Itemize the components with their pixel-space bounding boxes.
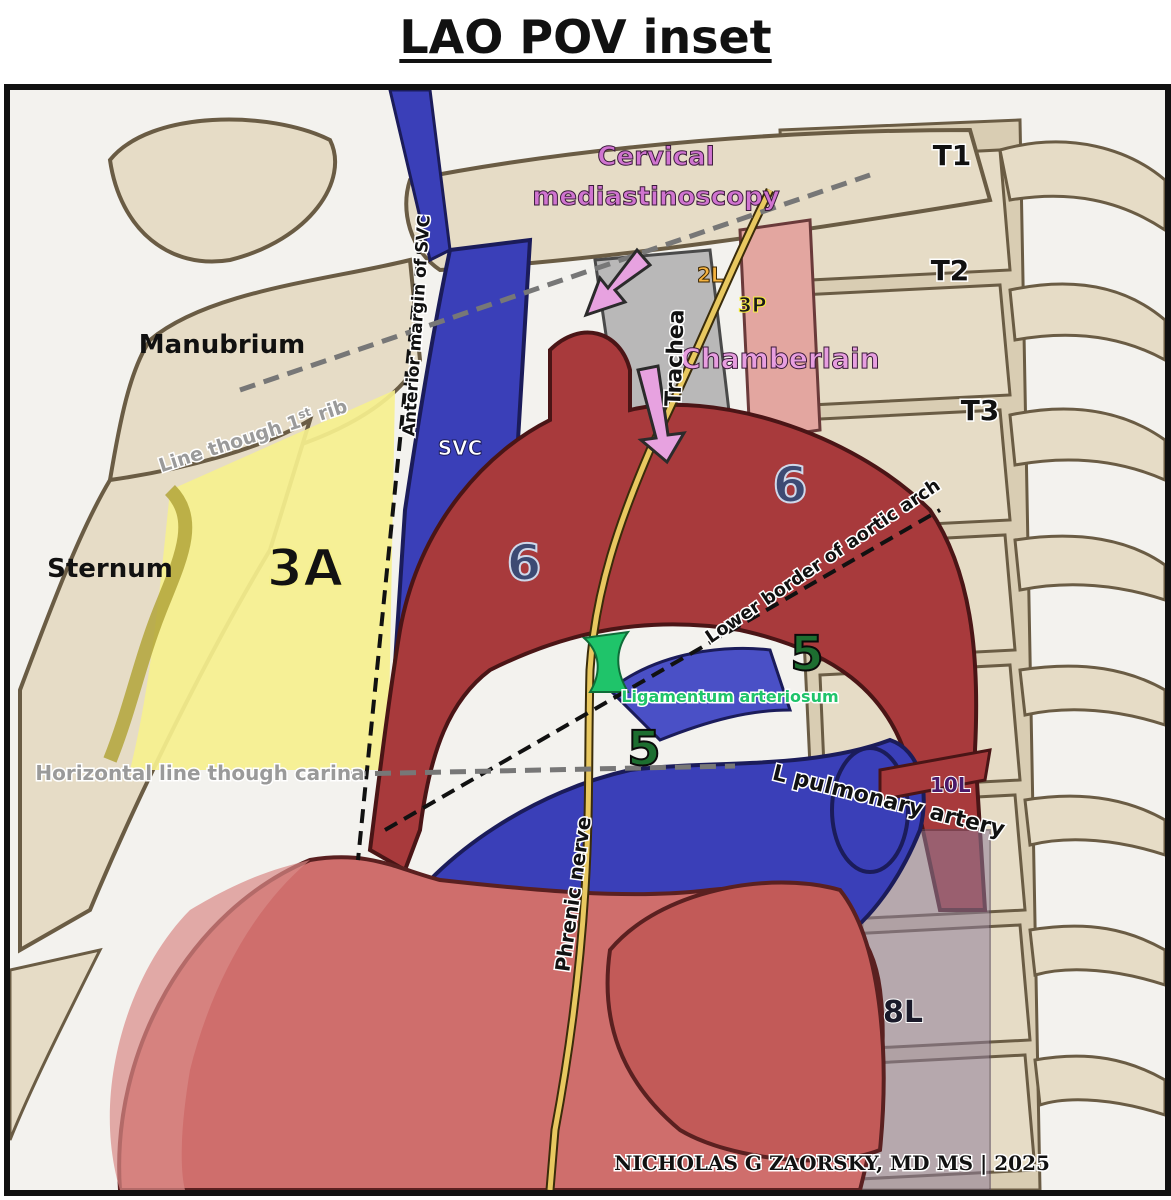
label-station-8l: 8L <box>883 995 923 1030</box>
page-title: LAO POV inset <box>399 10 772 64</box>
label-station-2l: 2L <box>697 263 724 287</box>
label-station-10l: 10L <box>930 773 971 797</box>
chamberlain-arrow <box>636 364 687 465</box>
label-station-6-left: 6 <box>507 534 542 592</box>
cervical-arrow <box>583 247 653 318</box>
first-rib-line <box>239 172 871 393</box>
label-ligamentum: Ligamentum arteriosum <box>621 687 838 706</box>
clavicle <box>107 117 993 273</box>
ligamentum-shape <box>581 630 631 693</box>
pulmonary-trunk <box>607 646 793 742</box>
left-bronchus <box>878 748 992 802</box>
label-chamberlain: Chamberlain <box>680 342 879 375</box>
label-svc: SVC <box>438 436 483 460</box>
station-3a-region <box>130 390 395 770</box>
label-t1: T1 <box>933 139 972 172</box>
surgical-approach-arrows <box>583 247 687 465</box>
label-station-6-right: 6 <box>773 456 808 514</box>
anterior-margin-svc-line <box>356 239 422 861</box>
anatomy-illustration: T1 T2 T3 Manubrium Sternum 3A SVC Cervic… <box>10 90 1165 1190</box>
esophagus <box>738 218 822 442</box>
costal-cartilage <box>103 485 193 763</box>
illustration-frame: T1 T2 T3 Manubrium Sternum 3A SVC Cervic… <box>4 84 1171 1196</box>
label-manubrium: Manubrium <box>139 330 305 360</box>
label-station-3a: 3A <box>267 539 343 599</box>
label-station-5-upper: 5 <box>790 626 823 682</box>
lower-border-arch-line <box>384 508 941 832</box>
label-horizontal-carina: Horizontal line though carina <box>35 761 364 785</box>
author-credit: NICHOLAS G ZAORSKY, MD MS | 2025 <box>614 1151 1050 1175</box>
label-t2: T2 <box>931 254 970 287</box>
label-trachea: Trachea <box>661 309 689 407</box>
brachiocephalic-vein <box>388 90 452 263</box>
label-cervical-line2: mediastinoscopy <box>532 182 779 212</box>
aortic-arch <box>367 330 988 912</box>
label-station-3p: 3P <box>738 293 767 317</box>
left-atrial-appendage <box>605 880 886 1163</box>
label-sternum: Sternum <box>47 554 173 584</box>
label-t3: T3 <box>961 394 1000 427</box>
reference-lines <box>239 172 941 861</box>
heart-highlight <box>109 860 310 1190</box>
label-station-5-lower: 5 <box>627 721 660 777</box>
label-cervical-line1: Cervical <box>597 142 714 172</box>
horizontal-carina-line <box>349 763 736 777</box>
phrenic-nerve <box>547 188 773 1190</box>
posterior-ribs <box>998 140 1165 1117</box>
